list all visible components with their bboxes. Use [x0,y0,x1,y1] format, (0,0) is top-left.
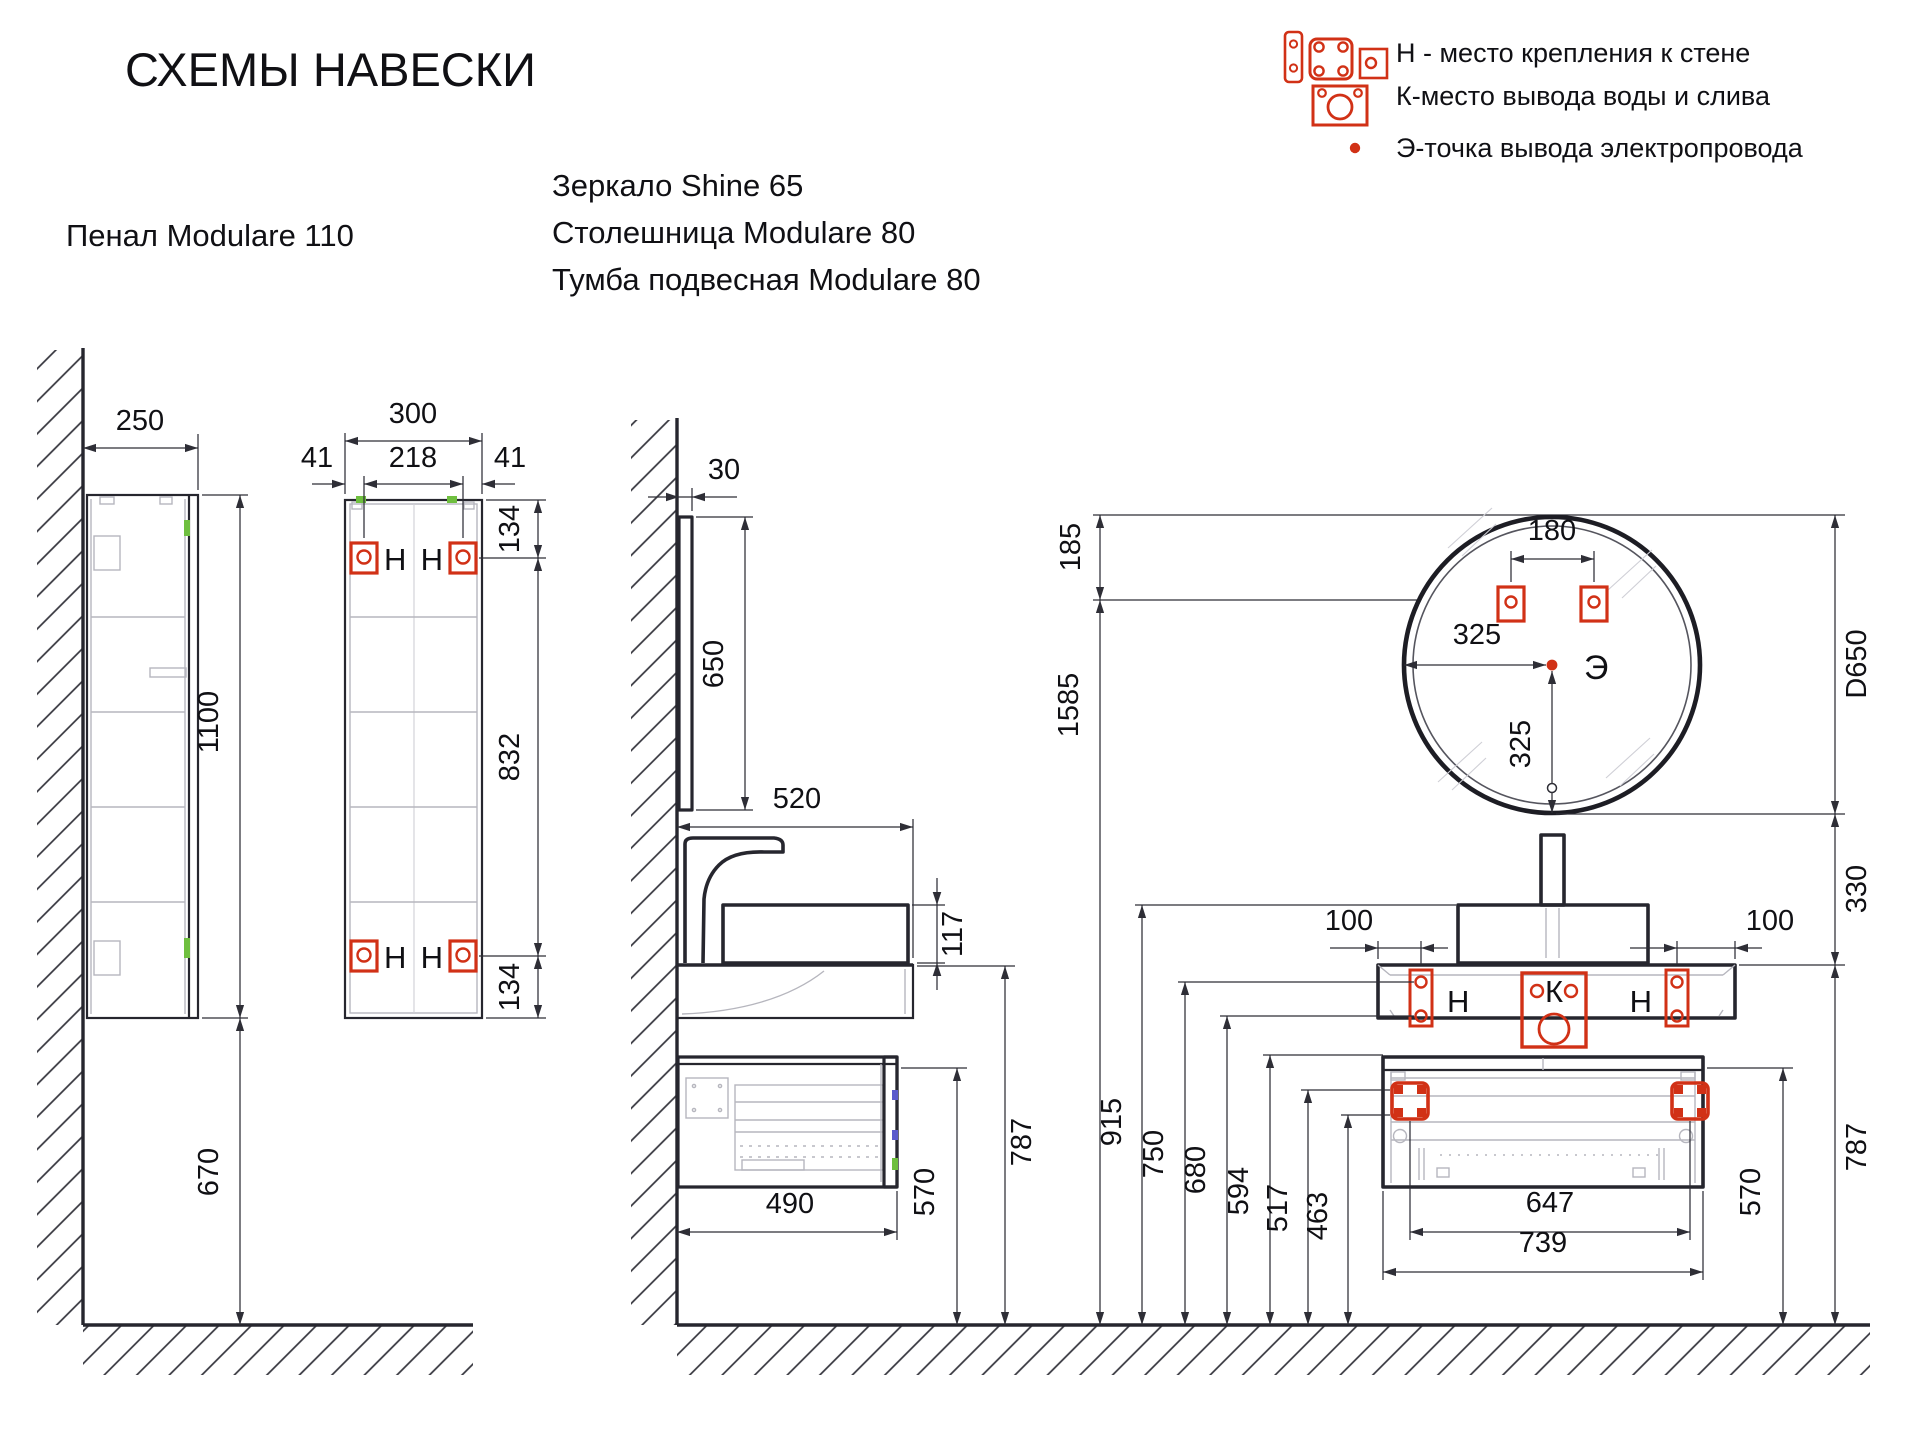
legend-electric-dot-icon [1349,142,1361,154]
dim-mirror-height: 650 [698,640,730,688]
wall-bracket-detail [685,1077,729,1119]
label-penal: Пенал Modulare 110 [66,218,354,253]
mark-label-H: Н [421,542,443,577]
vanity-front-details [1390,1071,1696,1183]
wall-mount-mark [1496,585,1526,623]
wall-mount-mark [1579,585,1609,623]
mirror-shine-marks [1437,507,1657,791]
dim-penal-floor-gap: 670 [193,1148,225,1196]
drawer-clip-green [892,1158,898,1170]
dim-h-edge-offset: 100 [1325,905,1373,937]
mark-label-E: Э [1584,649,1608,687]
countertop-side [675,963,915,1020]
legend: Н - место крепления к стене К-место выво… [1283,30,1804,163]
dim-penal-bottom-offset: 134 [494,963,526,1011]
dim-penal-margin: 41 [301,442,333,474]
label-mirror: Зеркало Shine 65 [552,168,803,203]
dim-penal-height: 1100 [193,691,225,753]
top-clip-green [447,496,457,503]
water-outlet-mark [1520,971,1588,1049]
dim-penal-top-offset: 134 [494,505,526,553]
dim-cabinet-depth: 490 [766,1188,814,1220]
wall-mount-mark [1408,968,1434,1028]
dim-penal-margin: 41 [494,442,526,474]
faucet-front [1539,833,1566,907]
dim-cabinet-top: 594 [1223,1167,1255,1215]
wall-mount-mark [349,939,379,973]
wall-mount-mark [1664,968,1690,1028]
dim-penal-width: 300 [389,398,437,430]
dim-h-edge-offset: 100 [1746,905,1794,937]
dim-mirror-top-gap: 185 [1055,523,1087,571]
mark-label-H: Н [384,542,406,577]
legend-small-bracket-icon [1358,47,1389,80]
dim-cabinet-floor: 570 [909,1168,941,1216]
dim-mount-height: 1585 [1053,673,1085,738]
dim-bracket-top: 517 [1262,1184,1294,1232]
legend-electric-point: Э-точка вывода электропровода [1396,133,1804,163]
faucet-side [683,836,785,964]
penal-front-view: Н Н Н Н 300 41 218 41 134 832 134 [301,398,546,1020]
hinge-detail [93,940,121,976]
label-vanity: Тумба подвесная Modulare 80 [552,262,981,297]
dim-counter-depth: 520 [773,783,821,815]
corner-bracket-mark [1390,1081,1430,1121]
wall-mount-mark [349,541,379,575]
page-title: СХЕМЫ НАВЕСКИ [125,43,536,96]
side-view: 30 650 520 117 [648,454,1038,1325]
legend-plate-bracket-icon [1308,37,1354,81]
legend-water-outlet: К-место вывода воды и слива [1396,81,1771,111]
dim-bracket-bottom: 463 [1302,1192,1334,1240]
top-clip-green [356,496,366,503]
corner-bracket-mark [1670,1081,1710,1121]
drawer-clip-blue [892,1090,898,1100]
legend-wall-mount: Н - место крепления к стене [1396,38,1750,68]
dim-mirror-mount-span: 180 [1528,515,1576,547]
hinge-clip-green [184,520,190,536]
wall-middle [631,418,1870,1375]
dim-bracket-span: 647 [1526,1187,1574,1219]
handle-detail [149,667,187,678]
drawer-clip-blue [892,1130,898,1140]
dim-penal-depth: 250 [116,405,164,437]
dim-sink-height: 117 [937,911,969,957]
mark-label-H: Н [1447,984,1469,1019]
electric-point-dot [1546,659,1558,671]
dim-sink-top: 915 [1096,1098,1128,1146]
penal-side-view: 250 1100 670 [83,405,248,1325]
dim-center-offset-y: 325 [1505,720,1537,768]
dim-cabinet-floor: 570 [1735,1168,1767,1216]
legend-water-icon [1311,84,1369,127]
countertop-front [1376,963,1737,1020]
legend-strip-bracket-icon [1283,30,1304,84]
sink-front [1456,903,1650,965]
dim-h-hole-top: 750 [1138,1130,1170,1178]
dim-cabinet-width: 739 [1519,1227,1567,1259]
mark-label-H: Н [421,940,443,975]
label-countertop: Столешница Modulare 80 [552,215,915,250]
dim-penal-mount-span: 218 [389,442,437,474]
dim-h-hole-bottom: 680 [1180,1146,1212,1194]
mark-label-K: К [1545,974,1563,1009]
mark-label-H: Н [1630,984,1652,1019]
dim-counter-floor: 787 [1841,1123,1873,1171]
dim-penal-mount-height: 832 [494,733,526,781]
mark-label-H: Н [384,940,406,975]
wall-left [37,348,473,1375]
wall-mount-mark [448,939,478,973]
hinge-detail [93,535,121,571]
dim-mirror-thickness: 30 [708,454,740,486]
sink-side [721,903,910,965]
wall-mount-mark [448,541,478,575]
dim-center-offset-x: 325 [1453,619,1501,651]
front-view: 180 Э 325 325 Н Н К [1053,507,1873,1325]
vanity-side [676,1055,899,1189]
dim-counter-floor: 787 [1006,1118,1038,1166]
vanity-front [1381,1055,1705,1189]
mirror-side [677,515,694,812]
dim-mirror-diameter: D650 [1841,629,1873,698]
hinge-clip-green [184,938,190,958]
dim-mirror-counter-gap: 330 [1841,865,1873,913]
